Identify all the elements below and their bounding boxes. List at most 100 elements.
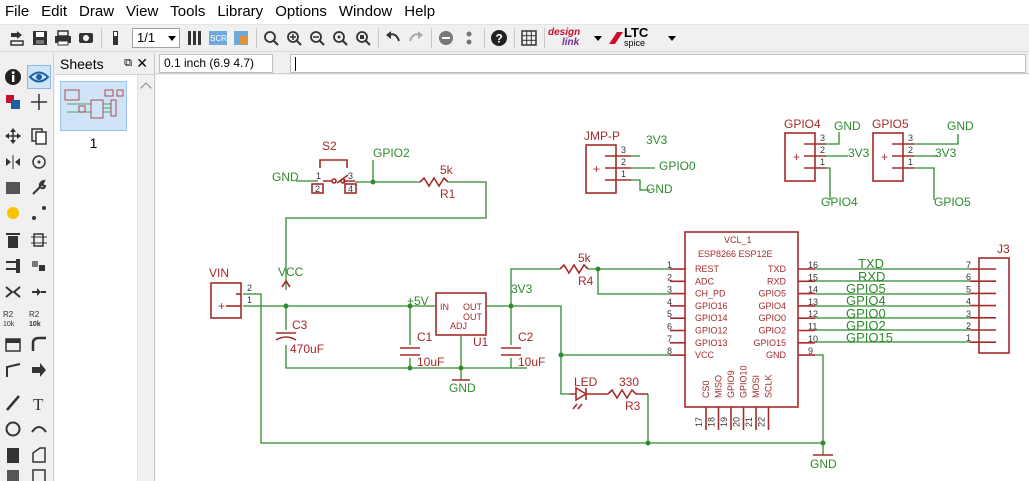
net-icon[interactable] xyxy=(27,465,51,481)
group-icon[interactable] xyxy=(1,176,25,200)
go-icon[interactable] xyxy=(458,27,480,49)
text-icon[interactable]: T xyxy=(27,391,51,415)
net-label-gnd-gpio4[interactable]: GND xyxy=(834,119,861,133)
net-label-3v3-gpio4[interactable]: 3V3 xyxy=(848,146,870,160)
chevron-down-icon[interactable] xyxy=(668,35,676,41)
net-label-gpio5[interactable]: GPIO5 xyxy=(934,195,971,209)
capacitor-c3[interactable]: C3 470uF xyxy=(275,318,324,356)
resistor-r4[interactable]: 5k R4 xyxy=(559,251,594,288)
save-icon[interactable] xyxy=(29,27,51,49)
schematic-drawing[interactable]: GND GPIO2 VCC +5V 3V3 GND GND 3V3 GPIO0 … xyxy=(156,75,1029,481)
net-label-3v3[interactable]: 3V3 xyxy=(511,282,533,296)
zoom-redraw-icon[interactable] xyxy=(329,27,351,49)
net-label-5v[interactable]: +5V xyxy=(407,294,429,308)
paste-icon[interactable] xyxy=(1,201,25,225)
undo-icon[interactable] xyxy=(382,27,404,49)
rotate-icon[interactable] xyxy=(27,150,51,174)
command-line-input[interactable] xyxy=(290,54,1026,73)
net-label-txd[interactable]: TXD xyxy=(858,256,884,271)
led[interactable]: LED xyxy=(570,375,608,410)
net-label-3v3-gpio5[interactable]: 3V3 xyxy=(935,146,957,160)
menu-library[interactable]: Library xyxy=(217,3,264,20)
delete-icon[interactable] xyxy=(1,228,25,252)
menu-options[interactable]: Options xyxy=(275,3,327,20)
schematic-canvas[interactable]: GND GPIO2 VCC +5V 3V3 GND GND 3V3 GPIO0 … xyxy=(156,75,1029,481)
menu-tools[interactable]: Tools xyxy=(170,3,206,20)
chevron-up-icon[interactable] xyxy=(140,82,152,94)
jumper-jmp-p[interactable]: JMP-P + 3 2 1 xyxy=(584,129,631,194)
net-label-gpio0[interactable]: GPIO0 xyxy=(659,159,696,173)
net-label-3v3-jmp[interactable]: 3V3 xyxy=(646,133,668,147)
miter-icon[interactable] xyxy=(27,332,51,356)
redo-icon[interactable] xyxy=(405,27,427,49)
mirror-icon[interactable] xyxy=(1,150,25,174)
rectangle-icon[interactable] xyxy=(1,443,25,467)
zoom-out-icon[interactable] xyxy=(306,27,328,49)
move-icon[interactable] xyxy=(1,124,25,148)
show-icon[interactable] xyxy=(27,65,51,89)
resistor-r3[interactable]: 330 R3 xyxy=(607,375,648,413)
grid-icon[interactable] xyxy=(518,27,540,49)
capacitor-c1[interactable]: C1 10uF xyxy=(400,330,444,369)
invoke-icon[interactable] xyxy=(27,358,51,382)
pin-icon[interactable]: ⧉ xyxy=(124,57,132,69)
zoom-fit-icon[interactable] xyxy=(260,27,282,49)
net-label-rxd[interactable]: RXD xyxy=(858,269,885,284)
wire-icon[interactable] xyxy=(1,391,25,415)
chevron-down-icon[interactable] xyxy=(594,35,602,41)
net-label-gpio15-j3[interactable]: GPIO15 xyxy=(846,330,893,345)
board-icon[interactable] xyxy=(184,27,206,49)
zoom-select-icon[interactable] xyxy=(352,27,374,49)
display-icon[interactable] xyxy=(1,90,25,114)
net-label-gpio2-j3[interactable]: GPIO2 xyxy=(846,318,886,333)
ratsnest-icon[interactable] xyxy=(27,201,51,225)
gateswap-icon[interactable] xyxy=(27,254,51,278)
switch-s2[interactable]: S2 1 2 3 4 xyxy=(311,139,357,194)
sheets-scrollbar[interactable] xyxy=(137,75,154,481)
net-label-gpio0-j3[interactable]: GPIO0 xyxy=(846,306,886,321)
net-label-gpio2[interactable]: GPIO2 xyxy=(373,146,410,160)
bus-icon[interactable] xyxy=(1,465,25,481)
optimize-icon[interactable] xyxy=(27,280,51,304)
net-label-gnd[interactable]: GND xyxy=(272,170,299,184)
arc-icon[interactable] xyxy=(27,417,51,441)
net-label-gnd-gpio5[interactable]: GND xyxy=(947,119,974,133)
header-gpio4[interactable]: GPIO4 + 3 2 1 xyxy=(784,117,826,182)
pinswap-icon[interactable] xyxy=(1,254,25,278)
info-icon[interactable] xyxy=(1,65,25,89)
ulp-icon[interactable] xyxy=(230,27,252,49)
header-gpio5[interactable]: GPIO5 + 3 2 1 xyxy=(872,117,914,182)
menu-file[interactable]: File xyxy=(5,3,30,20)
close-icon[interactable]: ✕ xyxy=(136,55,148,71)
circle-icon[interactable] xyxy=(1,417,25,441)
cam-icon[interactable] xyxy=(75,27,97,49)
menu-view[interactable]: View xyxy=(126,3,159,20)
split-icon[interactable] xyxy=(1,280,25,304)
change-icon[interactable] xyxy=(27,176,51,200)
add-part-icon[interactable] xyxy=(27,228,51,252)
net-label-gpio5-j3[interactable]: GPIO5 xyxy=(846,281,886,296)
sheet-thumbnail[interactable] xyxy=(60,81,127,131)
zoom-in-icon[interactable] xyxy=(283,27,305,49)
print-icon[interactable] xyxy=(52,27,74,49)
scr-icon[interactable]: SCR xyxy=(207,27,229,49)
connector-vin[interactable]: VIN + 2 1 xyxy=(209,266,252,319)
capacitor-c2[interactable]: C2 10uF xyxy=(501,330,545,369)
menu-draw[interactable]: Draw xyxy=(79,3,115,20)
copy-icon[interactable] xyxy=(27,124,51,148)
stop-icon[interactable] xyxy=(435,27,457,49)
net-label-gpio4[interactable]: GPIO4 xyxy=(821,195,858,209)
resistor-r1[interactable]: 5k R1 xyxy=(419,163,456,201)
menu-edit[interactable]: Edit xyxy=(41,3,68,20)
net-label-gnd-esp[interactable]: GND xyxy=(810,457,837,471)
menu-window[interactable]: Window xyxy=(338,3,393,20)
help-icon[interactable]: ? xyxy=(488,27,510,49)
menu-help[interactable]: Help xyxy=(404,3,436,20)
polygon-icon[interactable] xyxy=(27,443,51,467)
